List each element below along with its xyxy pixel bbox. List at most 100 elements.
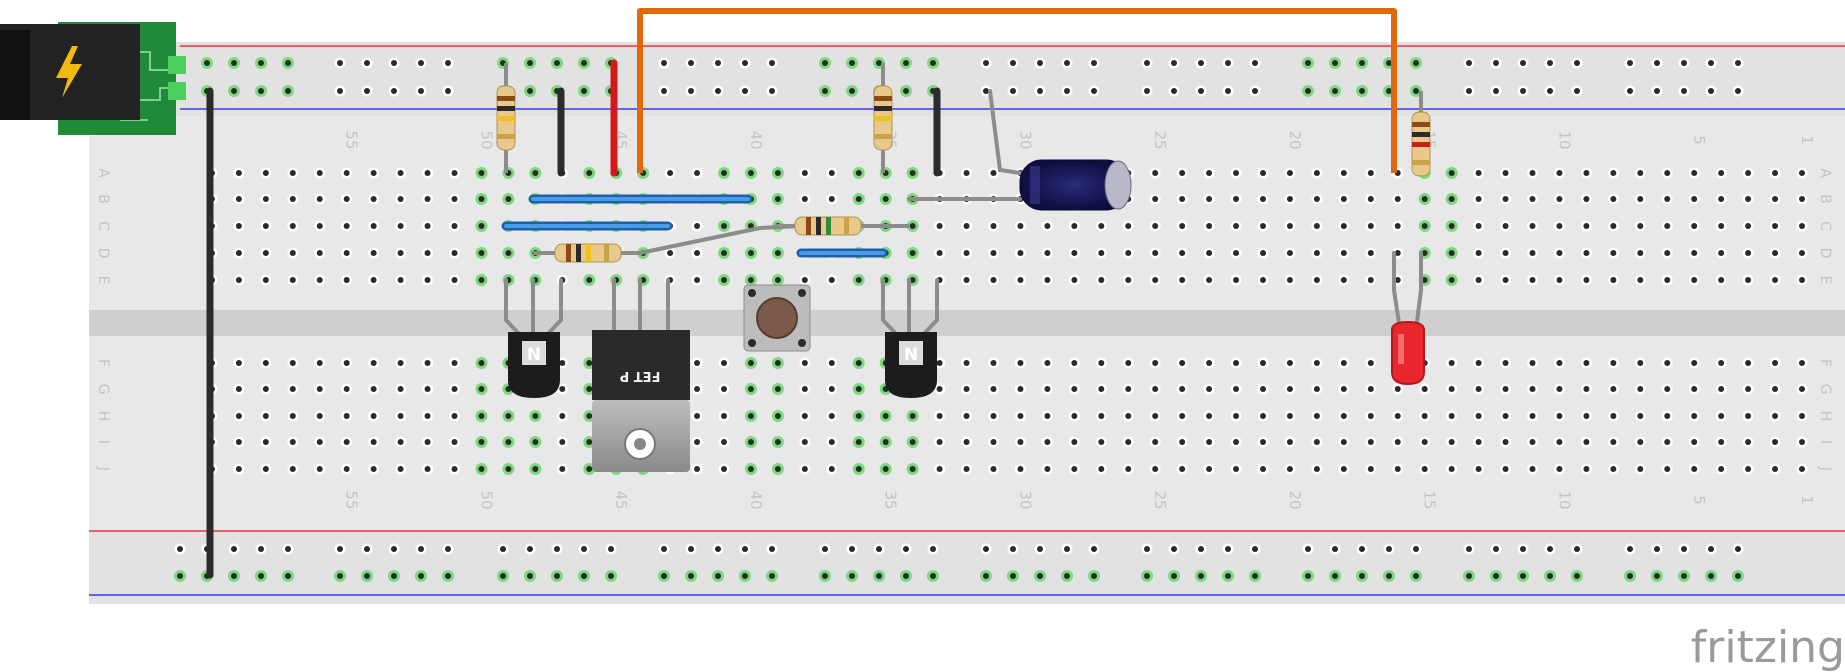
breadboard-hole-center [1799,439,1805,445]
breadboard-hole-center [990,360,997,366]
breadboard-hole-center [990,277,997,283]
breadboard-hole-center [1529,223,1536,229]
rail-hole-center [1064,60,1070,66]
breadboard-hole-center [289,439,296,445]
breadboard-hole-center [1206,439,1213,445]
breadboard-hole-center [370,439,377,445]
rail-hole-center [742,546,748,552]
breadboard-hole-center [478,439,485,445]
breadboard-hole-center [747,413,754,419]
rail-hole-center [337,546,343,552]
rail-hole-center [661,573,667,579]
rail-hole-center [822,573,828,579]
rail-hole-center [1520,60,1526,66]
breadboard-hole-center [586,413,593,419]
breadboard-hole-center [1745,250,1752,256]
rail-hole-center [1171,60,1177,66]
breadboard-hole-center [343,413,350,419]
row-letter: D [1817,248,1833,259]
breadboard-hole-center [1044,439,1051,445]
rail-hole-center [688,546,694,552]
breadboard-hole-center [235,439,242,445]
rail-hole-center [930,573,936,579]
rail-hole-center [1493,60,1499,66]
rail-hole-center [1708,573,1714,579]
rail-hole-center [688,573,694,579]
breadboard-hole-center [1718,250,1725,256]
breadboard-hole-center [1448,360,1455,366]
breadboard-hole-center [1125,277,1132,283]
rail-hole-center [258,573,264,579]
breadboard-hole-center [936,439,943,445]
breadboard-hole-center [1313,439,1320,445]
breadboard-hole-center [478,386,485,392]
rail-hole-center [527,546,533,552]
breadboard-hole-center [1179,250,1186,256]
mosfet-label: FET P [620,368,661,383]
breadboard-hole-center [343,360,350,366]
breadboard-hole-center [370,277,377,283]
rail-hole-center [1252,573,1258,579]
breadboard-hole-center [316,250,323,256]
breadboard-hole-center [855,360,862,366]
breadboard-hole-center [1206,170,1213,176]
breadboard-hole-center [451,223,458,229]
breadboard-hole-center [1583,413,1590,419]
rail-hole-center [1225,88,1231,94]
breadboard-hole-center [1286,277,1293,283]
column-number: 1 [1798,135,1816,145]
breadboard-hole-center [1475,277,1482,283]
wire-orange [637,8,1397,173]
rail-hole-center [285,60,291,66]
breadboard-hole-center [1718,439,1725,445]
rail-hole-center [445,546,451,552]
breadboard-hole-center [262,413,269,419]
breadboard-hole-center [855,170,862,176]
rail-hole-center [1627,60,1633,66]
breadboard-hole-center [801,439,808,445]
breadboard-hole-center [1233,466,1240,472]
breadboard-hole-center [1367,466,1374,472]
rail-hole-center [231,88,237,94]
breadboard-hole-center [1637,466,1644,472]
breadboard-hole-center [397,466,404,472]
rail-hole-center [391,60,397,66]
breadboard-hole-center [1125,360,1132,366]
breadboard-hole-center [909,413,916,419]
breadboard-hole-center [316,466,323,472]
rail-hole-center [903,546,909,552]
breadboard-hole-center [559,439,566,445]
breadboard-hole-center [936,413,943,419]
rail-hole-center [1735,546,1741,552]
breadboard-hole-center [1071,413,1078,419]
breadboard-hole-center [316,439,323,445]
breadboard-hole-center [262,196,269,202]
breadboard-hole-center [1664,196,1671,202]
breadboard-hole-center [936,250,943,256]
breadboard-hole-center [1772,386,1779,392]
column-number: 50 [477,130,495,149]
fritzing-logo: fritzing [1691,622,1845,672]
breadboard-hole-center [397,413,404,419]
rail-hole-center [983,60,989,66]
rail-hole-center [1547,88,1553,94]
breadboard-hole-center [1448,413,1455,419]
breadboard-hole-center [370,386,377,392]
breadboard-hole-center [1260,413,1266,419]
breadboard-hole-center [370,413,377,419]
top-power-rail [89,42,1845,116]
rail-hole-center [445,60,451,66]
breadboard-hole-center [774,360,781,366]
breadboard-hole-center [801,170,808,176]
rail-hole-center [231,573,237,579]
breadboard-hole-center [1583,250,1590,256]
breadboard-hole-center [316,223,323,229]
row-letter: C [1817,221,1833,231]
breadboard-hole-center [1664,277,1671,283]
breadboard-hole-center [1556,196,1563,202]
breadboard-hole-center [1556,223,1563,229]
breadboard-hole-center [1610,223,1617,229]
breadboard-hole-center [559,386,566,392]
rail-hole-center [1386,88,1392,94]
breadboard-hole-center [909,223,916,229]
